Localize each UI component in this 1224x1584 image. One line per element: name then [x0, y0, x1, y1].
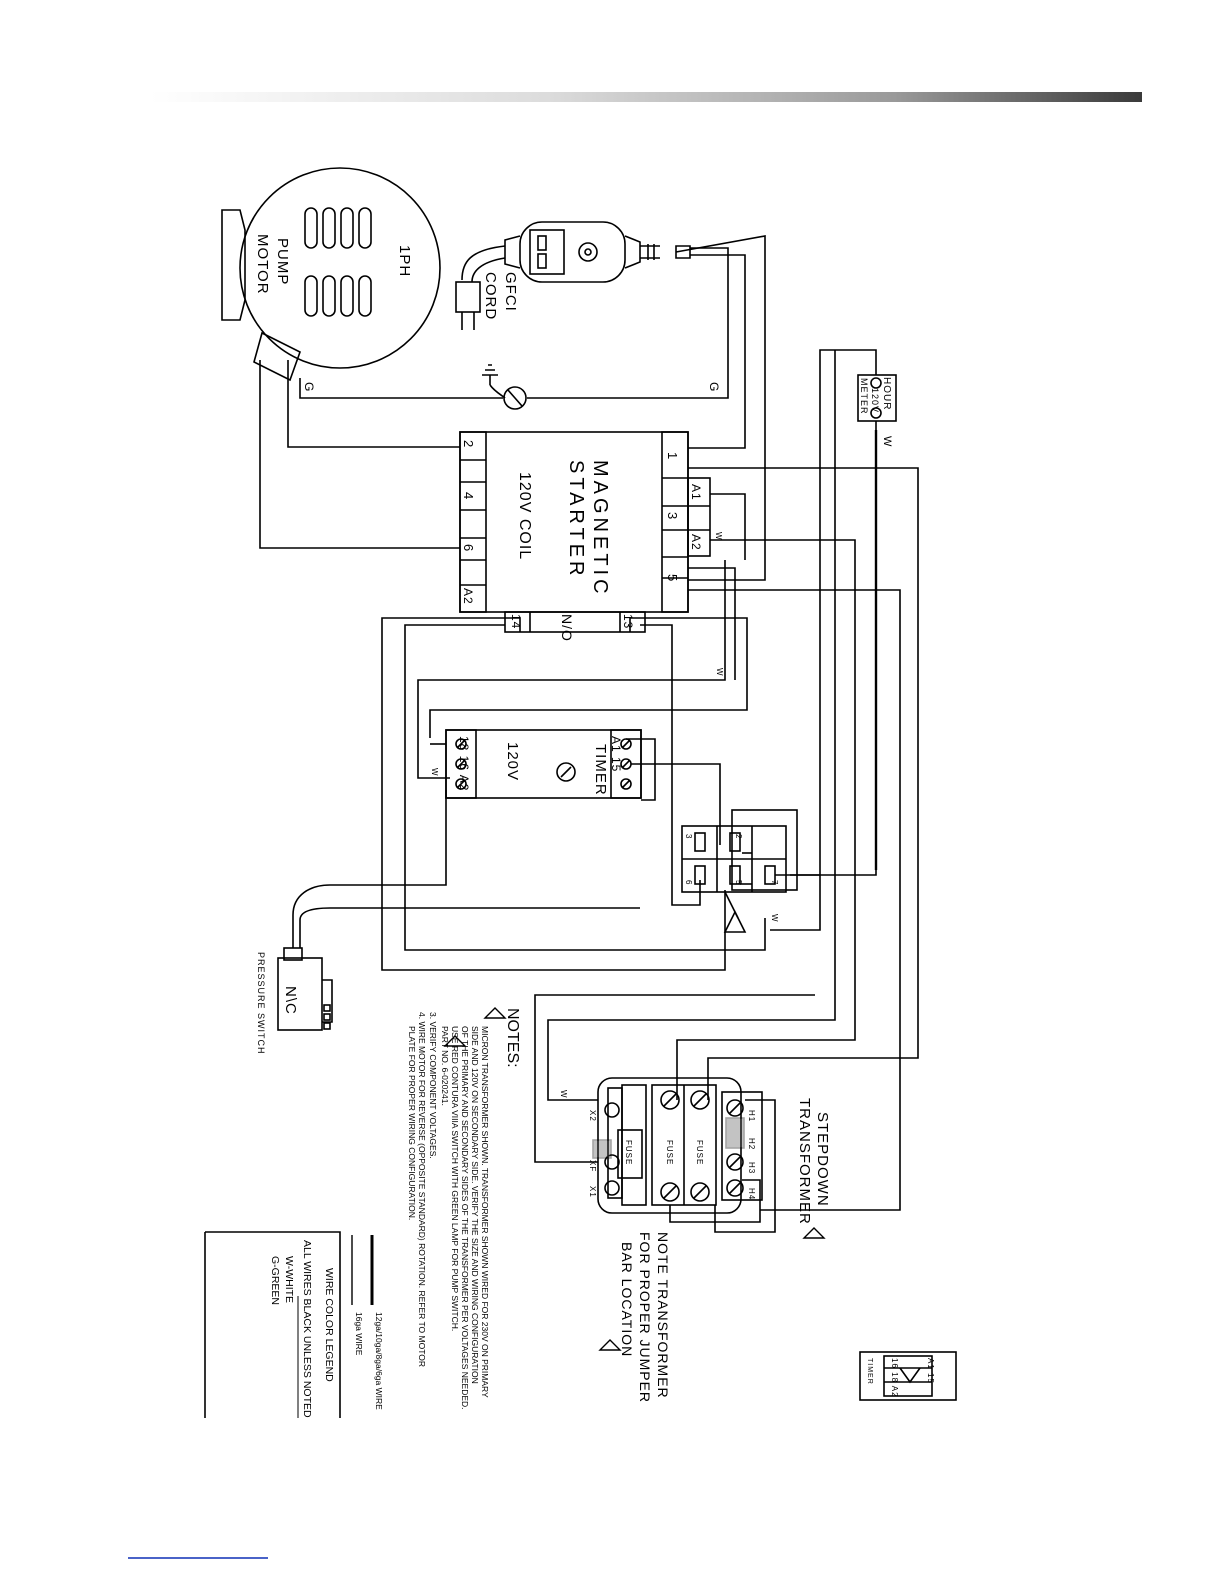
fuse-label-3: FUSE	[624, 1140, 633, 1165]
wire-w-a2: W	[714, 532, 723, 541]
switch-pin-6: 6	[684, 880, 693, 885]
wire-w-xf: W	[559, 1090, 568, 1099]
terminal-x2: X2	[588, 1110, 597, 1122]
timer-bottom-terminals: 18 16 A2	[457, 736, 471, 791]
terminal-a2-left: A2	[461, 588, 475, 605]
mini-timer-top: A1 15	[926, 1358, 935, 1384]
starter-no-label: N/O	[559, 614, 575, 642]
starter-title-2: STARTER	[565, 460, 587, 580]
footer-rule	[128, 1557, 268, 1559]
hour-meter-label-1: HOUR	[881, 377, 892, 410]
switch-pin-3: 3	[684, 834, 693, 839]
pump-switch-block	[681, 809, 798, 893]
note-line-3: OF THE PRIMARY AND SECONDARY SIDES OF TH…	[460, 1026, 470, 1410]
terminal-14: 14	[509, 614, 523, 629]
wire-color-legend-box	[205, 1231, 341, 1418]
timer-voltage: 120V	[504, 742, 521, 781]
fuse-label-1: FUSE	[695, 1140, 704, 1165]
terminal-a2: A2	[689, 534, 703, 551]
terminal-xf: XF	[588, 1160, 597, 1172]
hour-meter	[857, 374, 897, 422]
terminal-2: 2	[461, 440, 476, 448]
hour-meter-label-2: 120V	[870, 388, 880, 413]
timer-top-terminals: A1 15	[609, 736, 623, 772]
wire-gauge-light: 16ga WIRE	[354, 1312, 364, 1356]
terminal-x1: X1	[588, 1186, 597, 1198]
wire-w-hour: W	[881, 436, 893, 447]
motor-label-1: 1PH	[396, 245, 413, 277]
ground-label-right: G	[707, 382, 721, 392]
magnetic-starter	[459, 431, 711, 633]
terminal-6: 6	[461, 544, 476, 552]
hour-meter-label-3: METER	[859, 378, 869, 415]
switch-pin-5: 5	[734, 880, 743, 885]
motor-label-3: MOTOR	[254, 234, 271, 295]
switch-pin-2: 2	[734, 834, 743, 839]
motor-label-2: PUMP	[274, 238, 291, 285]
note-line-6: 3. VERIFY COMPONENT VOLTAGES.	[428, 1012, 438, 1159]
legend-line-1: ALL WIRES BLACK UNLESS NOTED	[301, 1240, 313, 1418]
terminal-h2: H2	[747, 1138, 756, 1150]
wire-w-mid: W	[715, 668, 724, 677]
pump-motor	[221, 167, 441, 382]
note-line-2: SIDE AND 120V ON SECONDARY SIDE. VERIFY …	[470, 1026, 480, 1384]
transformer-note-1: NOTE TRANSFORMER	[655, 1232, 671, 1399]
wire-gauge-heavy: 12ga/10ga/8ga/6ga WIRE	[374, 1312, 384, 1410]
terminal-3: 3	[665, 512, 680, 520]
note-line-1: MICRON TRANSFORMER SHOWN. TRANSFORMER SH…	[480, 1026, 490, 1398]
timer-title: TIMER	[592, 744, 609, 796]
terminal-h4: H4	[747, 1188, 756, 1200]
note-line-5: PART NO. 6-020241.	[440, 1026, 450, 1106]
legend-line-3: G-GREEN	[269, 1256, 281, 1305]
note-line-7: 4. WIRE MOTOR FOR REVERSE (OPPOSITE STAN…	[417, 1012, 427, 1367]
gfci-label-1: GFCI	[502, 272, 519, 312]
terminal-5: 5	[665, 574, 680, 582]
notes-block: NOTES: MICRON TRANSFORMER SHOWN. TRANSFO…	[407, 1008, 521, 1410]
note-line-8: PLATE FOR PROPER WIRING CONFIGURATION.	[407, 1026, 417, 1220]
mini-timer-label: TIMER	[866, 1358, 873, 1385]
gfci-label-2: CORD	[482, 272, 499, 320]
motor-lead-2	[287, 360, 460, 448]
gfci-cord	[455, 221, 691, 330]
terminal-4: 4	[461, 492, 476, 500]
terminal-h3: H3	[747, 1162, 756, 1174]
note-line-4: USE RED CONTURA VIIIA SWITCH WITH GREEN …	[450, 1026, 460, 1331]
timer-relay	[445, 729, 642, 799]
starter-title-1: MAGNETIC	[589, 460, 611, 598]
legend-title: WIRE COLOR LEGEND	[323, 1268, 335, 1382]
pressure-switch-label: PRESSURE SWITCH	[256, 952, 266, 1055]
wire-w-timer: W	[430, 768, 439, 777]
header-gradient-bar	[150, 92, 1142, 102]
pressure-nc-label: N\C	[282, 986, 299, 1015]
terminal-13: 13	[621, 614, 635, 629]
transformer-note-3: BAR LOCATION	[619, 1242, 635, 1357]
notes-title: NOTES:	[504, 1008, 521, 1068]
switch-pin-7: 7	[770, 880, 779, 885]
terminal-a1: A1	[689, 484, 703, 501]
wire-w-switch: W	[770, 914, 779, 923]
ground-label-left: G	[302, 382, 316, 392]
mini-timer-bottom: 16 18 A2	[890, 1358, 899, 1398]
terminal-h1: H1	[747, 1110, 756, 1122]
fuse-label-2: FUSE	[665, 1140, 674, 1165]
legend-line-2: W-WHITE	[283, 1256, 295, 1303]
starter-coil-label: 120V COIL	[516, 472, 533, 560]
terminal-1: 1	[665, 452, 680, 460]
mini-timer-inset	[859, 1351, 957, 1401]
transformer-title-1: STEPDOWN	[814, 1112, 831, 1207]
transformer-title-2: TRANSFORMER	[796, 1098, 813, 1225]
transformer-note-2: FOR PROPER JUMPER	[637, 1232, 653, 1403]
motor-lead-6	[259, 360, 460, 549]
